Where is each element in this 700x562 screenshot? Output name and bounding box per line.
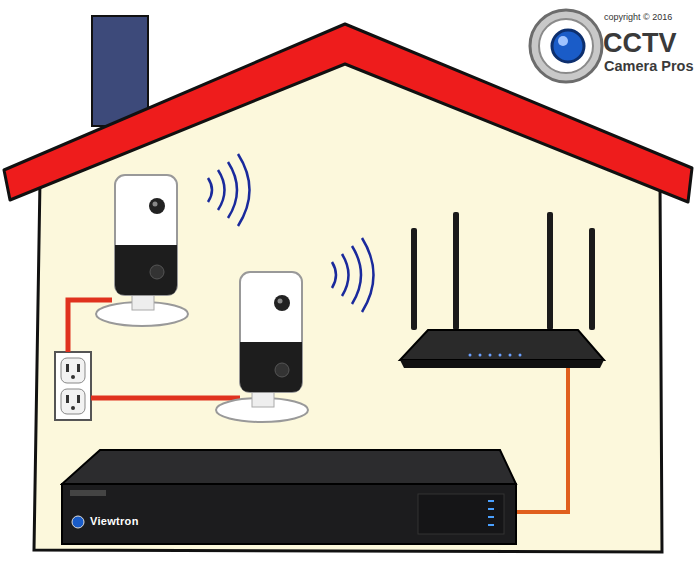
nvr-box: Viewtron: [60, 448, 518, 548]
brand-label: Viewtron: [90, 515, 139, 527]
nvr-recorder: [60, 448, 518, 548]
wifi-camera: [216, 272, 308, 422]
wifi-router: [400, 212, 604, 368]
brand-name: CCTV: [603, 28, 677, 59]
wifi-camera: [96, 175, 188, 326]
power-outlet: [55, 352, 91, 420]
brand-name: Camera Pros: [604, 58, 693, 74]
wifi-signal: [208, 154, 374, 312]
chimney: [92, 16, 148, 126]
network-cable: [515, 368, 568, 512]
company-logo: [530, 10, 602, 82]
power-wire: [68, 300, 240, 398]
copyright-notice: copyright © 2016: [604, 12, 672, 22]
